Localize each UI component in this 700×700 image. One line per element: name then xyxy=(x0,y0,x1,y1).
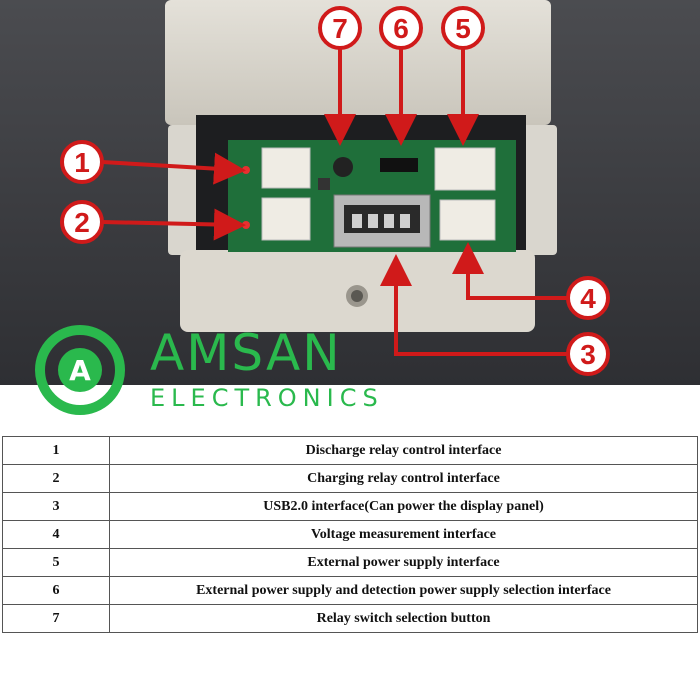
callout-4: 4 xyxy=(566,276,610,320)
table-row: 1 Discharge relay control interface xyxy=(2,436,698,465)
connector-power xyxy=(434,147,496,191)
product-photo: 1 2 3 4 5 6 7 xyxy=(0,0,700,385)
connector-discharge xyxy=(261,147,311,189)
row-description: Discharge relay control interface xyxy=(109,436,698,465)
interface-table: 1 Discharge relay control interface 2 Ch… xyxy=(2,436,698,633)
circuit-board xyxy=(228,140,516,252)
svg-text:5: 5 xyxy=(455,13,471,44)
callout-2: 2 xyxy=(60,200,104,244)
selection-jumper xyxy=(380,158,418,172)
callout-arrow-2 xyxy=(101,208,246,241)
row-number: 3 xyxy=(2,492,110,521)
brand-logo: A AMSAN ELECTRONICS xyxy=(32,324,392,418)
row-number: 1 xyxy=(2,436,110,465)
row-description: Voltage measurement interface xyxy=(109,520,698,549)
row-description: USB2.0 interface(Can power the display p… xyxy=(109,492,698,521)
row-number: 2 xyxy=(2,464,110,493)
table-row: 2 Charging relay control interface xyxy=(2,464,698,493)
row-number: 4 xyxy=(2,520,110,549)
row-description: External power supply and detection powe… xyxy=(109,576,698,605)
table-row: 3 USB2.0 interface(Can power the display… xyxy=(2,492,698,521)
table-row: 4 Voltage measurement interface xyxy=(2,520,698,549)
callout-1: 1 xyxy=(60,140,104,184)
table-row: 5 External power supply interface xyxy=(2,548,698,577)
callout-7: 7 xyxy=(318,6,362,50)
relay-button xyxy=(333,157,353,177)
table-row: 7 Relay switch selection button xyxy=(2,604,698,633)
row-description: Relay switch selection button xyxy=(109,604,698,633)
callout-3: 3 xyxy=(566,332,610,376)
callout-arrow-3 xyxy=(380,254,568,356)
brand-tagline: ELECTRONICS xyxy=(150,384,384,412)
callout-6: 6 xyxy=(379,6,423,50)
svg-text:1: 1 xyxy=(74,147,90,178)
svg-text:4: 4 xyxy=(580,283,596,314)
callout-5: 5 xyxy=(441,6,485,50)
svg-text:2: 2 xyxy=(74,207,90,238)
svg-text:6: 6 xyxy=(393,13,409,44)
row-number: 5 xyxy=(2,548,110,577)
table-row: 6 External power supply and detection po… xyxy=(2,576,698,605)
brand-name: AMSAN xyxy=(150,324,342,382)
connector-voltage xyxy=(439,199,496,241)
row-description: External power supply interface xyxy=(109,548,698,577)
row-description: Charging relay control interface xyxy=(109,464,698,493)
svg-text:3: 3 xyxy=(580,339,596,370)
brand-logo-letter: A xyxy=(69,354,91,387)
callout-arrow-1 xyxy=(101,152,246,185)
svg-text:7: 7 xyxy=(332,13,348,44)
row-number: 6 xyxy=(2,576,110,605)
row-number: 7 xyxy=(2,604,110,633)
callout-arrow-4 xyxy=(452,242,568,300)
connector-charge xyxy=(261,197,311,241)
brand-logo-mark: A xyxy=(35,325,125,415)
